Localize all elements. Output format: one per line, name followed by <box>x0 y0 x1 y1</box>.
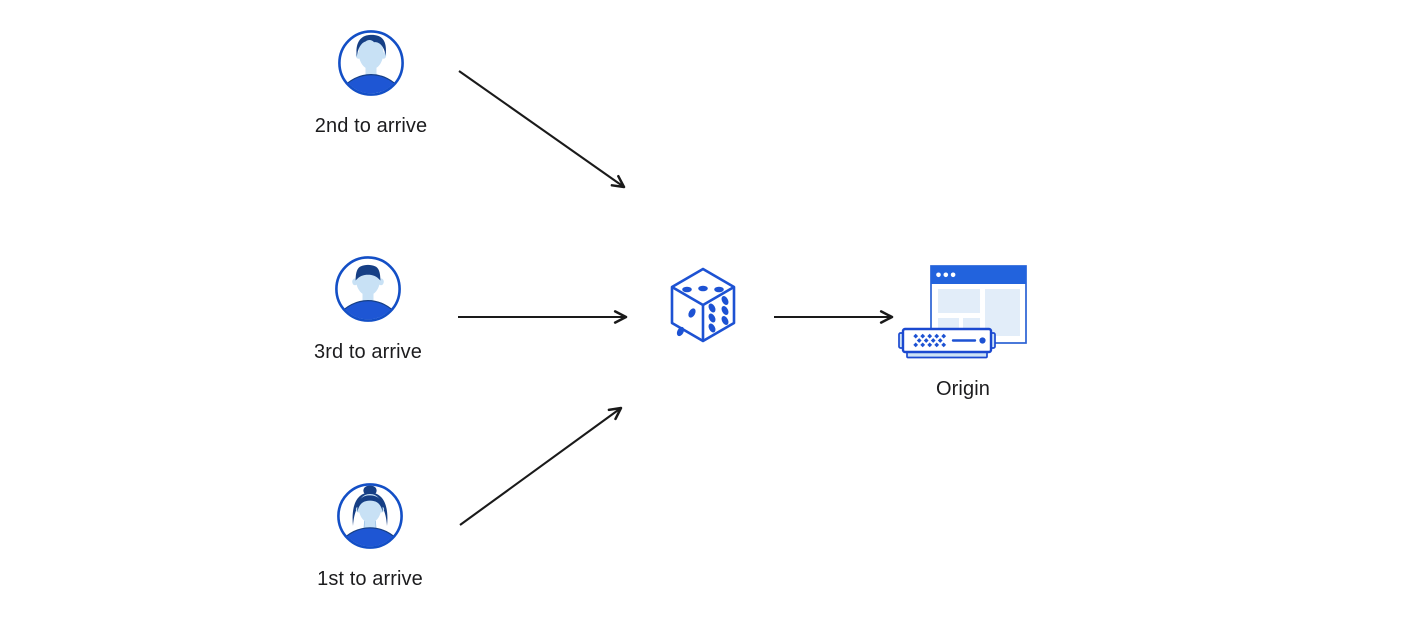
user-avatar-female-icon <box>337 483 403 549</box>
origin-node: Origin <box>897 262 1029 401</box>
client-node-middle: 3rd to arrive <box>294 255 442 364</box>
client-bottom-label: 1st to arrive <box>317 568 423 590</box>
origin-server-icon <box>898 265 1027 359</box>
arrow-client-top-to-dice <box>458 70 626 189</box>
client-node-top: 2nd to arrive <box>297 29 445 138</box>
client-top-label: 2nd to arrive <box>314 115 428 137</box>
server-led <box>979 337 986 344</box>
client-node-bottom: 1st to arrive <box>296 482 444 591</box>
arrow-client-bottom-to-dice <box>459 406 623 526</box>
user-avatar-male-icon <box>335 256 401 322</box>
user-avatar-male-icon <box>338 30 404 96</box>
client-middle-label: 3rd to arrive <box>313 341 422 363</box>
randomizer-node <box>668 265 738 354</box>
origin-label: Origin <box>936 378 990 400</box>
dice-icon <box>670 267 736 343</box>
